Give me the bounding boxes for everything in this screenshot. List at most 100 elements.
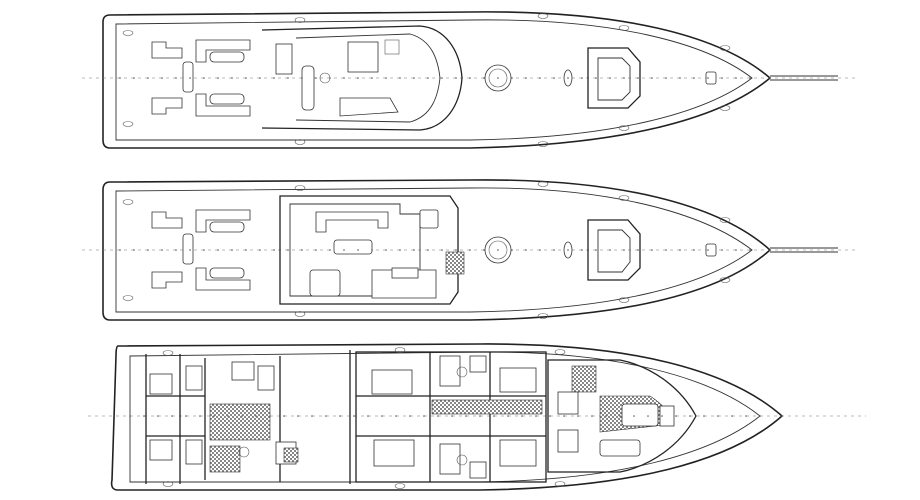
centerline-tick xyxy=(119,77,121,79)
centerline-tick xyxy=(129,415,131,417)
centerline-tick xyxy=(759,415,761,417)
centerline-tick xyxy=(357,249,359,251)
centerline-tick xyxy=(119,249,121,251)
centerline-tick xyxy=(483,249,485,251)
centerline-tick xyxy=(721,249,723,251)
centerline-tick xyxy=(511,77,513,79)
centerline-tick xyxy=(591,415,593,417)
centerline-tick xyxy=(423,415,425,417)
centerline-tick xyxy=(381,415,383,417)
centerline-tick xyxy=(427,77,429,79)
centerline-tick xyxy=(651,249,653,251)
centerline-tick xyxy=(315,77,317,79)
centerline-tick xyxy=(707,249,709,251)
centerline-tick xyxy=(273,77,275,79)
centerline-tick xyxy=(311,415,313,417)
centerline-tick xyxy=(595,77,597,79)
centerline-tick xyxy=(665,77,667,79)
centerline-tick xyxy=(259,249,261,251)
centerline-tick xyxy=(735,77,737,79)
centerline-tick xyxy=(353,415,355,417)
centerline-tick xyxy=(637,77,639,79)
centerline-tick xyxy=(269,415,271,417)
centerline-tick xyxy=(329,249,331,251)
centerline-tick xyxy=(339,415,341,417)
centerline-tick xyxy=(507,415,509,417)
centerline-tick xyxy=(427,249,429,251)
main-deck-aft-seating xyxy=(151,209,251,291)
main-deck-forward-seat xyxy=(587,219,641,281)
centerline-tick xyxy=(693,77,695,79)
centerline-tick xyxy=(661,415,663,417)
centerline-tick xyxy=(749,249,751,251)
lower-deck-portholes xyxy=(162,347,566,489)
main-deck-plan xyxy=(82,179,856,321)
main-deck-stanchions xyxy=(122,181,731,319)
centerline-tick xyxy=(175,249,177,251)
centerline-tick xyxy=(199,415,201,417)
centerline-tick xyxy=(441,249,443,251)
centerline-tick xyxy=(675,415,677,417)
centerline-tick xyxy=(395,415,397,417)
centerline-tick xyxy=(525,77,527,79)
centerline-tick xyxy=(469,77,471,79)
centerline-tick xyxy=(749,77,751,79)
centerline-tick xyxy=(231,77,233,79)
centerline-tick xyxy=(707,77,709,79)
sun-deck-windlass xyxy=(705,71,717,85)
centerline-tick xyxy=(189,77,191,79)
centerline-tick xyxy=(693,249,695,251)
centerline-tick xyxy=(647,415,649,417)
centerline-tick xyxy=(255,415,257,417)
centerline-tick xyxy=(343,77,345,79)
sun-deck-inner-bulwark xyxy=(115,19,753,141)
centerline-ticks xyxy=(119,77,761,417)
centerline-tick xyxy=(357,77,359,79)
centerline-tick xyxy=(399,249,401,251)
centerline-tick xyxy=(679,77,681,79)
centerline-tick xyxy=(563,415,565,417)
centerline-tick xyxy=(133,249,135,251)
centerline-tick xyxy=(217,249,219,251)
centerline-tick xyxy=(497,249,499,251)
centerline-tick xyxy=(413,249,415,251)
centerline-tick xyxy=(553,77,555,79)
sun-deck-bridge xyxy=(261,25,463,131)
centerline-tick xyxy=(203,249,205,251)
centerline-tick xyxy=(185,415,187,417)
centerline-tick xyxy=(619,415,621,417)
centerline-tick xyxy=(731,415,733,417)
sun-deck-stanchions xyxy=(122,13,731,147)
centerline-tick xyxy=(161,77,163,79)
centerline-tick xyxy=(717,415,719,417)
centerline-tick xyxy=(535,415,537,417)
centerline-tick xyxy=(161,249,163,251)
centerline-tick xyxy=(385,249,387,251)
centerline-tick xyxy=(539,77,541,79)
centerline-tick xyxy=(623,249,625,251)
centerline-tick xyxy=(315,249,317,251)
lower-deck-corridor xyxy=(431,399,543,415)
centerline-tick xyxy=(367,415,369,417)
centerline-tick xyxy=(455,249,457,251)
centerline-tick xyxy=(329,77,331,79)
centerline-tick xyxy=(525,249,527,251)
centerline-tick xyxy=(283,415,285,417)
centerline-tick xyxy=(273,249,275,251)
centerline-tick xyxy=(241,415,243,417)
centerline-tick xyxy=(325,415,327,417)
centerline-tick xyxy=(689,415,691,417)
centerline-tick xyxy=(609,249,611,251)
centerline-tick xyxy=(469,249,471,251)
centerline-tick xyxy=(147,249,149,251)
centerline-tick xyxy=(437,415,439,417)
centerline-tick xyxy=(371,77,373,79)
centerline-tick xyxy=(595,249,597,251)
sun-deck-plan xyxy=(82,11,856,149)
centerline-tick xyxy=(665,249,667,251)
centerline-tick xyxy=(157,415,159,417)
centerline-tick xyxy=(231,249,233,251)
centerline-tick xyxy=(633,415,635,417)
lower-deck-forward-cabins xyxy=(547,359,697,473)
centerline-tick xyxy=(735,249,737,251)
